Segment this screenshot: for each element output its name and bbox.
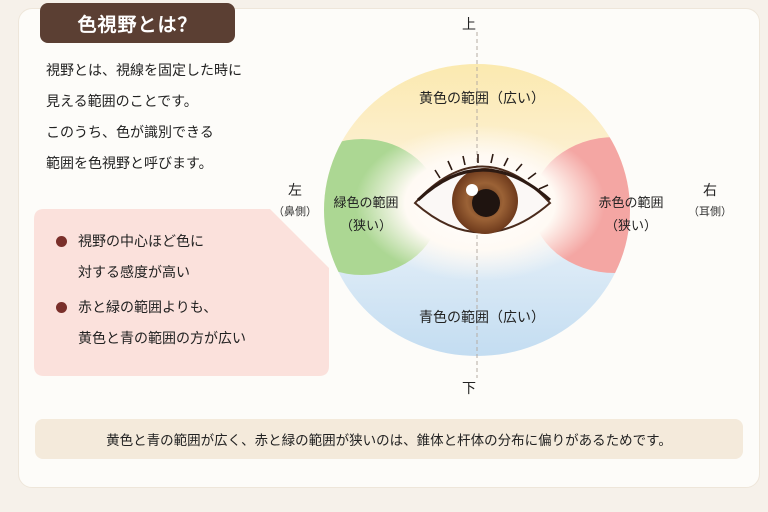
direction-right-note: （耳側）	[688, 205, 732, 218]
direction-left-note: （鼻側）	[273, 205, 317, 218]
visual-field-svg	[324, 32, 630, 378]
key-point-line: 対する感度が高い	[78, 265, 190, 281]
bullet-icon	[56, 236, 67, 247]
direction-left: 左	[288, 183, 302, 199]
intro-text: 視野とは、視線を固定した時に 見える範囲のことです。 このうち、色が識別できる …	[46, 56, 316, 180]
intro-line: 見える範囲のことです。	[46, 94, 198, 110]
pupil	[472, 189, 500, 217]
key-points-background	[34, 209, 329, 376]
key-points-box: 視野の中心ほど色に 対する感度が高い 赤と緑の範囲よりも、 黄色と青の範囲の方が…	[34, 209, 329, 376]
blue-range-label: 青色の範囲（広い）	[419, 310, 545, 326]
green-range-label: 緑色の範囲	[333, 196, 399, 211]
bullet-icon	[56, 302, 67, 313]
key-point-line: 黄色と青の範囲の方が広い	[78, 331, 246, 347]
direction-up: 上	[462, 17, 476, 33]
page-title: 色視野とは？	[40, 3, 235, 43]
upper-eyelid	[416, 168, 551, 202]
key-point-line: 赤と緑の範囲よりも、	[78, 300, 218, 316]
yellow-range-label: 黄色の範囲（広い）	[419, 91, 545, 107]
eyelashes	[434, 153, 549, 190]
intro-line: 範囲を色視野と呼びます。	[46, 156, 213, 172]
red-range-note: （狭い）	[604, 219, 657, 234]
direction-down: 下	[462, 381, 476, 397]
green-range-note: （狭い）	[339, 219, 392, 234]
footer-note: 黄色と青の範囲が広く、赤と緑の範囲が狭いのは、錐体と杆体の分布に偏りがあるためで…	[35, 419, 743, 459]
direction-right: 右	[703, 183, 717, 199]
key-point-2: 赤と緑の範囲よりも、 黄色と青の範囲の方が広い	[56, 293, 246, 355]
intro-line: このうち、色が識別できる	[46, 125, 214, 141]
key-point-1: 視野の中心ほど色に 対する感度が高い	[56, 227, 204, 289]
eye-highlight	[466, 184, 478, 196]
key-point-line: 視野の中心ほど色に	[78, 234, 204, 250]
intro-line: 視野とは、視線を固定した時に	[46, 63, 242, 79]
red-range-label: 赤色の範囲	[598, 196, 664, 211]
